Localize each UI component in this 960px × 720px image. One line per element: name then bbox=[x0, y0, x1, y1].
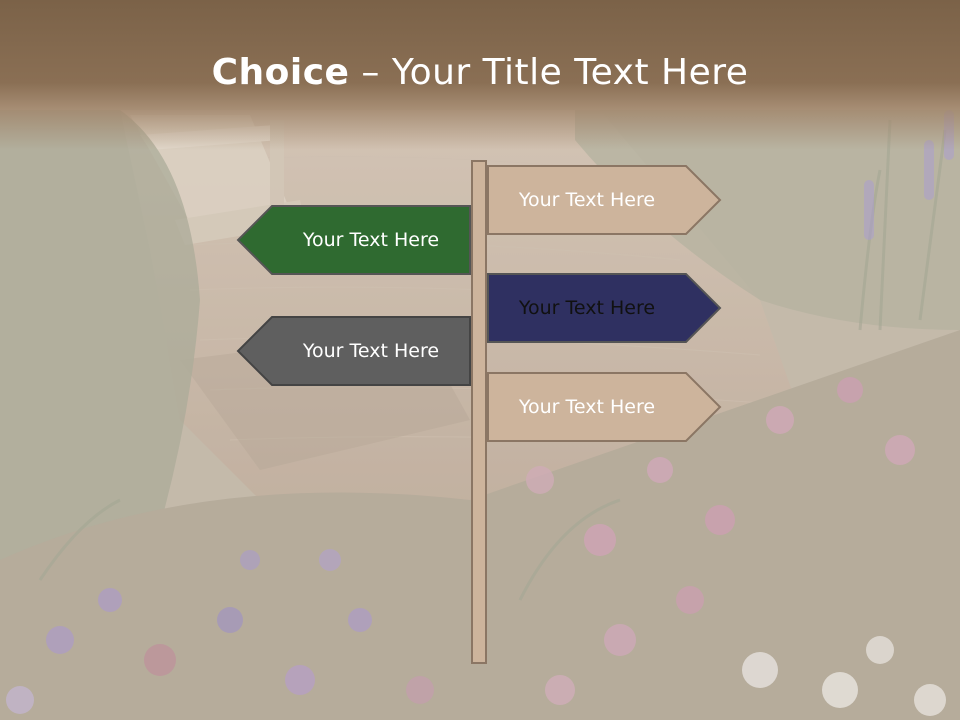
sign-left-1[interactable]: Your Text Here bbox=[235, 205, 471, 275]
title-bar: Choice – Your Title Text Here bbox=[0, 0, 960, 150]
sign-left-2[interactable]: Your Text Here bbox=[235, 316, 471, 386]
title-strong: Choice bbox=[211, 52, 350, 93]
sign-label: Your Text Here bbox=[518, 189, 656, 211]
sign-right-1[interactable]: Your Text Here bbox=[487, 165, 723, 235]
sign-label: Your Text Here bbox=[302, 340, 440, 362]
title-dash: – bbox=[349, 52, 392, 93]
slide-title: Choice – Your Title Text Here bbox=[0, 52, 960, 93]
title-rest: Your Title Text Here bbox=[391, 52, 749, 93]
sign-right-2[interactable]: Your Text Here bbox=[487, 273, 723, 343]
signpost-pole bbox=[471, 160, 487, 664]
sign-label: Your Text Here bbox=[518, 297, 656, 319]
sign-right-3[interactable]: Your Text Here bbox=[487, 372, 723, 442]
sign-label: Your Text Here bbox=[302, 229, 440, 251]
sign-label: Your Text Here bbox=[518, 396, 656, 418]
